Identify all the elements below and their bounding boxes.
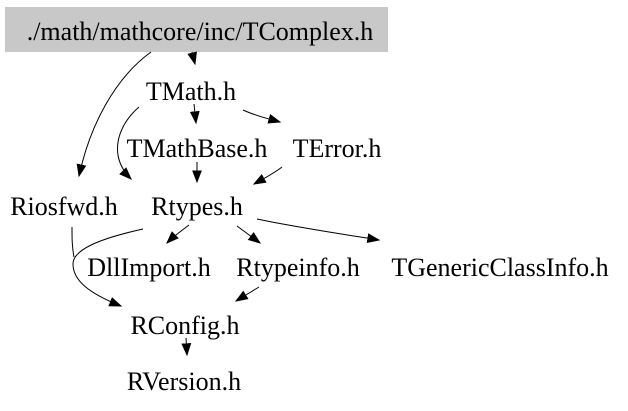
edge-tcomplex-to-riosfwd	[76, 51, 152, 178]
edge-tmath-to-terror	[242, 109, 282, 124]
node-label-riosfwd[interactable]: Riosfwd.h	[10, 192, 118, 221]
node-label-dllimport[interactable]: DllImport.h	[87, 253, 211, 282]
edge-tcomplex-to-tmath	[187, 51, 197, 66]
edge-rtypes-to-rtypeinfo	[236, 225, 262, 244]
edge-tmath-to-rtypes	[117, 106, 140, 180]
node-label-tmathbase[interactable]: TMathBase.h	[127, 134, 268, 163]
edge-terror-to-rtypes	[252, 166, 283, 185]
node-label-tmath[interactable]: TMath.h	[146, 77, 236, 106]
edge-rconfig-to-rversion	[181, 337, 192, 357]
edge-rtypes-to-dllimport	[166, 224, 190, 244]
edge-tmath-to-tmathbase	[189, 103, 200, 125]
edge-rtypes-to-rconfig	[72, 228, 144, 307]
node-label-rversion[interactable]: RVersion.h	[127, 367, 241, 396]
node-label-terror[interactable]: TError.h	[293, 134, 382, 163]
edge-rtypeinfo-to-rconfig	[234, 286, 260, 302]
node-label-rconfig[interactable]: RConfig.h	[130, 311, 239, 340]
node-label-rtypeinfo[interactable]: Rtypeinfo.h	[236, 253, 360, 282]
edge-riosfwd-to-rconfig	[71, 226, 75, 258]
node-label-tcomplex: ./math/mathcore/inc/TComplex.h	[27, 17, 374, 46]
node-label-tgenericclassinfo[interactable]: TGenericClassInfo.h	[391, 253, 608, 282]
root-node-box	[5, 7, 388, 52]
node-label-rtypes[interactable]: Rtypes.h	[151, 192, 243, 221]
edge-rtypes-to-tgenericclassinfo	[256, 218, 381, 244]
